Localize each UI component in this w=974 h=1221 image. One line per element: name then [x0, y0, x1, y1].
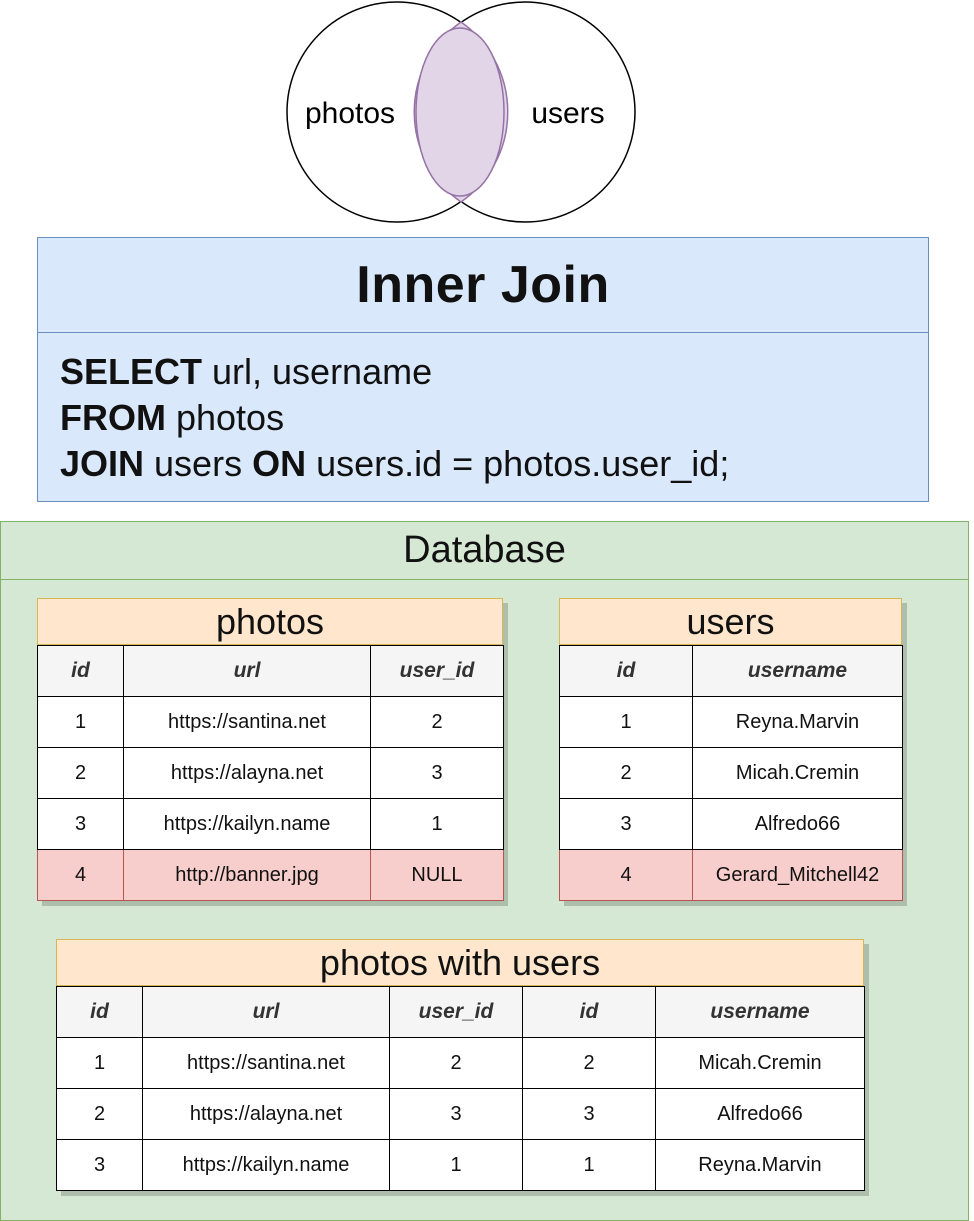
table-cell: Alfredo66	[655, 1088, 865, 1140]
venn-diagram: photos users	[286, 1, 636, 223]
table-cell: https://santina.net	[142, 1037, 390, 1089]
table-cell: Gerard_Mitchell42	[692, 849, 903, 901]
table-cell: 3	[370, 747, 504, 799]
column-header: url	[142, 986, 390, 1038]
column-header: id	[37, 645, 124, 697]
column-header: user_id	[389, 986, 523, 1038]
table-cell: 3	[56, 1139, 143, 1191]
photos-table-title: photos	[37, 598, 503, 645]
table-cell: https://santina.net	[123, 696, 371, 748]
table-cell: Alfredo66	[692, 798, 903, 850]
table-cell: 2	[37, 747, 124, 799]
table-cell: 2	[522, 1037, 656, 1089]
table-cell: Micah.Cremin	[692, 747, 903, 799]
venn-overlap-ellipse	[415, 27, 505, 197]
table-cell: 4	[559, 849, 693, 901]
table-cell: 3	[522, 1088, 656, 1140]
table-cell: 4	[37, 849, 124, 901]
table-cell: 2	[389, 1037, 523, 1089]
table-cell: 2	[370, 696, 504, 748]
sql-text: photos	[165, 397, 285, 438]
table-cell: 1	[559, 696, 693, 748]
query-title: Inner Join	[38, 238, 928, 333]
sql-line: SELECT url, username	[60, 349, 928, 395]
table-cell: 3	[37, 798, 124, 850]
table-cell: 1	[522, 1139, 656, 1191]
table-cell: 1	[37, 696, 124, 748]
table-cell: https://kailyn.name	[142, 1139, 390, 1191]
database-title: Database	[1, 522, 968, 580]
table-cell: 2	[559, 747, 693, 799]
table-cell: 1	[370, 798, 504, 850]
column-header: url	[123, 645, 371, 697]
table-cell: Micah.Cremin	[655, 1037, 865, 1089]
sql-keyword: JOIN	[60, 443, 145, 484]
table-cell: http://banner.jpg	[123, 849, 371, 901]
sql-keyword: SELECT	[60, 351, 203, 392]
sql-text: users	[144, 443, 253, 484]
sql-line: FROM photos	[60, 395, 928, 441]
sql-line: JOIN users ON users.id = photos.user_id;	[60, 441, 928, 487]
users-table-title: users	[559, 598, 902, 645]
sql-keyword: ON	[252, 443, 307, 484]
table-cell: https://alayna.net	[142, 1088, 390, 1140]
sql-keyword: FROM	[60, 397, 166, 438]
table-cell: Reyna.Marvin	[692, 696, 903, 748]
table-cell: https://kailyn.name	[123, 798, 371, 850]
column-header: id	[559, 645, 693, 697]
table-cell: 3	[389, 1088, 523, 1140]
table-cell: 3	[559, 798, 693, 850]
venn-right-label: users	[531, 97, 604, 130]
column-header: username	[655, 986, 865, 1038]
column-header: username	[692, 645, 903, 697]
sql-text: url, username	[202, 351, 433, 392]
table-cell: NULL	[370, 849, 504, 901]
table-cell: https://alayna.net	[123, 747, 371, 799]
column-header: id	[56, 986, 143, 1038]
table-cell: 1	[389, 1139, 523, 1191]
column-header: user_id	[370, 645, 504, 697]
table-cell: Reyna.Marvin	[655, 1139, 865, 1191]
table-cell: 1	[56, 1037, 143, 1089]
column-header: id	[522, 986, 656, 1038]
venn-left-label: photos	[305, 97, 395, 130]
result-table-title: photos with users	[56, 939, 864, 986]
table-cell: 2	[56, 1088, 143, 1140]
sql-text: users.id = photos.user_id;	[306, 443, 730, 484]
